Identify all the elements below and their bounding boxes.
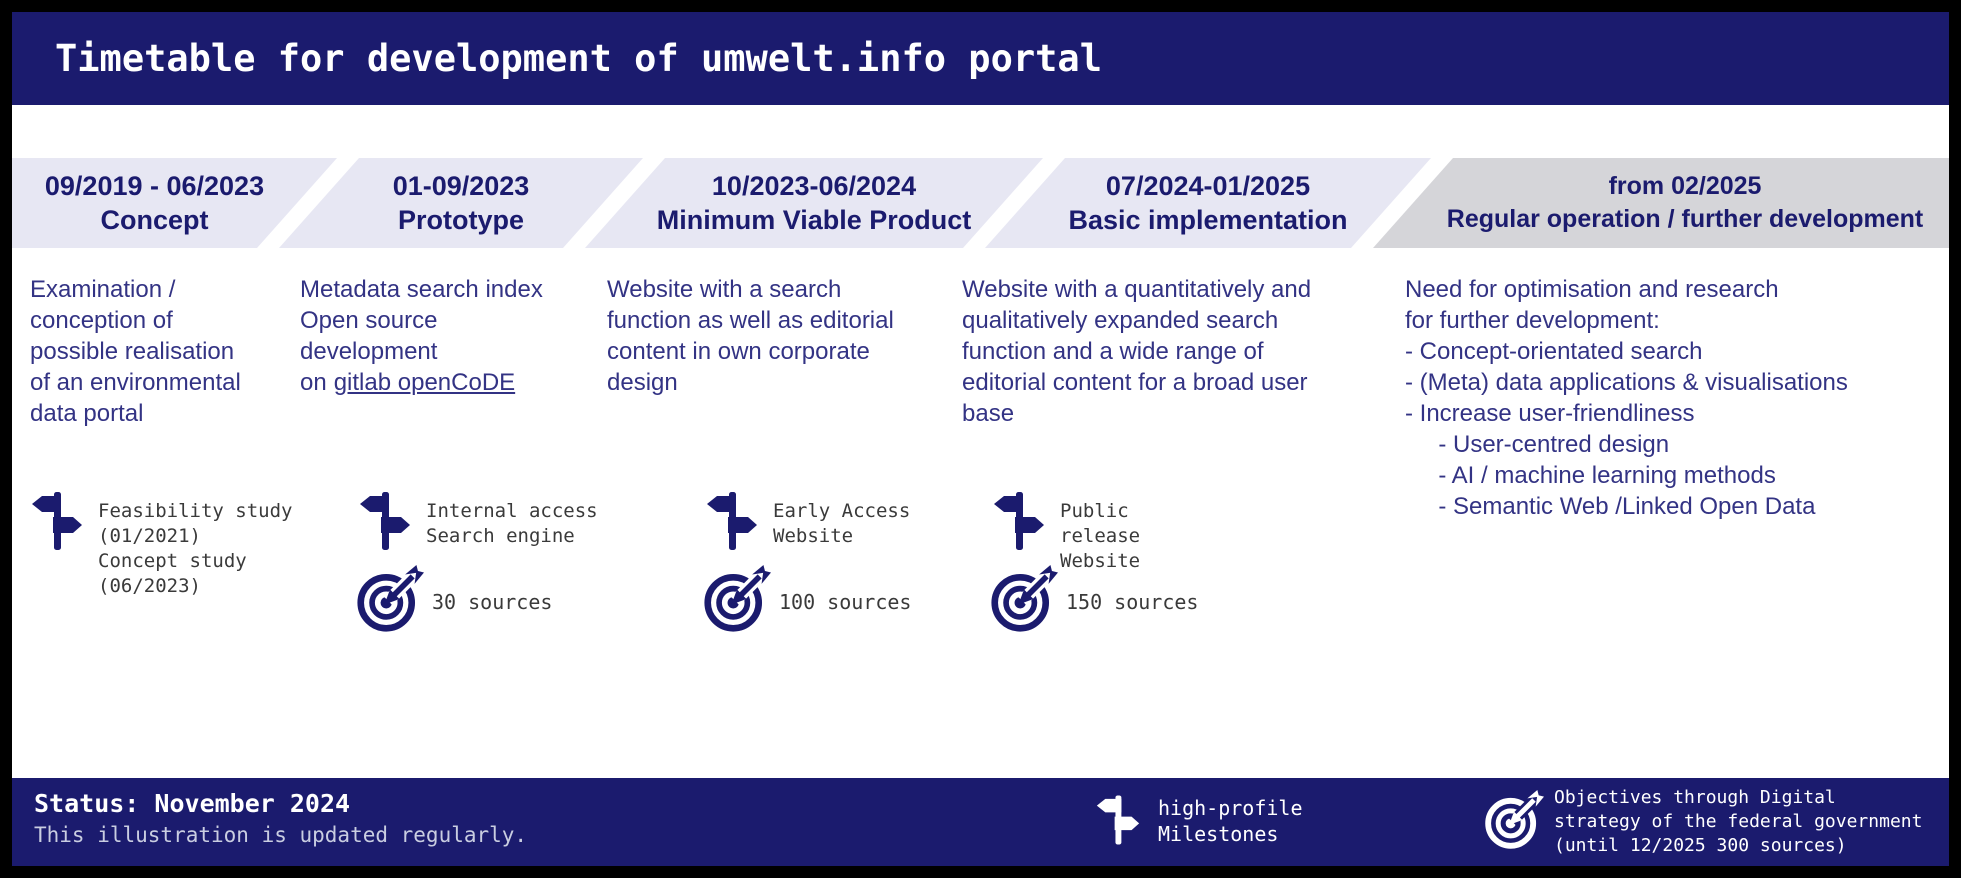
target-arrow-icon [990,563,1058,640]
signpost-icon [31,490,83,557]
signpost-icon [706,490,758,557]
phase-header-regular-operation: from 02/2025 Regular operation / further… [1373,158,1949,248]
phase-name: Basic implementation [1068,205,1348,235]
milestone-label: Internal access Search engine [426,500,598,547]
sources-label: 100 sources [779,589,912,614]
phase-period: from 02/2025 [1608,172,1762,200]
legend-milestones: high-profile Milestones [1096,792,1303,853]
phase-period: 01-09/2023 [392,171,530,201]
phase-name: Regular operation / further development [1446,205,1924,233]
gitlab-opencode-link[interactable]: gitlab openCoDE [333,369,516,396]
phase-name: Minimum Viable Product [656,205,972,235]
legend-objectives-label: Objectives through Digital strategy of t… [1554,787,1923,856]
legend-objectives: Objectives through Digital strategy of t… [1484,786,1922,858]
page-title: Timetable for development of umwelt.info… [55,37,1102,80]
target-arrow-icon [356,563,424,640]
phase-description: Metadata search index Open source develo… [300,276,543,365]
sources-label: 30 sources [432,589,553,614]
signpost-icon [1096,792,1140,853]
phase-column-regular-operation: Need for optimisation and research for f… [1405,274,1945,522]
sources-target-prototype: 30 sources [356,563,552,640]
phase-band: 09/2019 - 06/2023 Concept 01-09/2023 Pro… [12,158,1949,248]
milestone-label: Early Access Website [773,500,911,547]
milestone-basic-implementation: Public release Website [993,490,1140,574]
footer-bar: Status: November 2024 This illustration … [12,778,1949,866]
slide-background: Timetable for development of umwelt.info… [12,12,1949,866]
milestone-prototype: Internal access Search engine [359,490,598,557]
signpost-icon [359,490,411,557]
phase-column-mvp: Website with a search function as well a… [607,274,987,398]
milestone-label: Public release Website [1060,500,1141,572]
phase-header-prototype: 01-09/2023 Prototype [279,158,643,248]
phase-period: 09/2019 - 06/2023 [44,171,265,201]
phase-column-prototype: Metadata search index Open source develo… [300,274,620,398]
target-arrow-icon [1484,788,1544,857]
phase-description: Website with a search function as well a… [607,276,894,396]
milestone-concept: Feasibility study (01/2021) Concept stud… [31,490,292,599]
milestone-label: Feasibility study (01/2021) Concept stud… [98,500,293,597]
status-text: Status: November 2024 [34,789,351,818]
phase-name: Concept [100,205,209,235]
signpost-icon [993,490,1045,557]
sources-label: 150 sources [1066,589,1199,614]
milestone-mvp: Early Access Website [706,490,910,557]
phase-name: Prototype [397,205,524,235]
phase-period: 10/2023-06/2024 [711,171,917,201]
phase-column-basic-implementation: Website with a quantitatively and qualit… [962,274,1382,429]
title-bar: Timetable for development of umwelt.info… [12,12,1949,105]
target-arrow-icon [703,563,771,640]
phase-header-basic-implementation: 07/2024-01/2025 Basic implementation [985,158,1431,248]
phase-description: Website with a quantitatively and qualit… [962,276,1312,427]
legend-milestones-label: high-profile Milestones [1158,796,1303,846]
phase-header-concept: 09/2019 - 06/2023 Concept [12,158,337,248]
link-prefix: on [300,369,327,396]
status-block: Status: November 2024 This illustration … [34,789,527,847]
sources-target-mvp: 100 sources [703,563,911,640]
sources-target-basic-implementation: 150 sources [990,563,1198,640]
phase-period: 07/2024-01/2025 [1105,171,1311,201]
status-note: This illustration is updated regularly. [34,823,528,847]
phase-header-mvp: 10/2023-06/2024 Minimum Viable Product [585,158,1043,248]
phase-column-concept: Examination / conception of possible rea… [30,274,290,429]
phase-description: Examination / conception of possible rea… [30,276,241,427]
phase-description: Need for optimisation and research for f… [1405,276,1848,520]
